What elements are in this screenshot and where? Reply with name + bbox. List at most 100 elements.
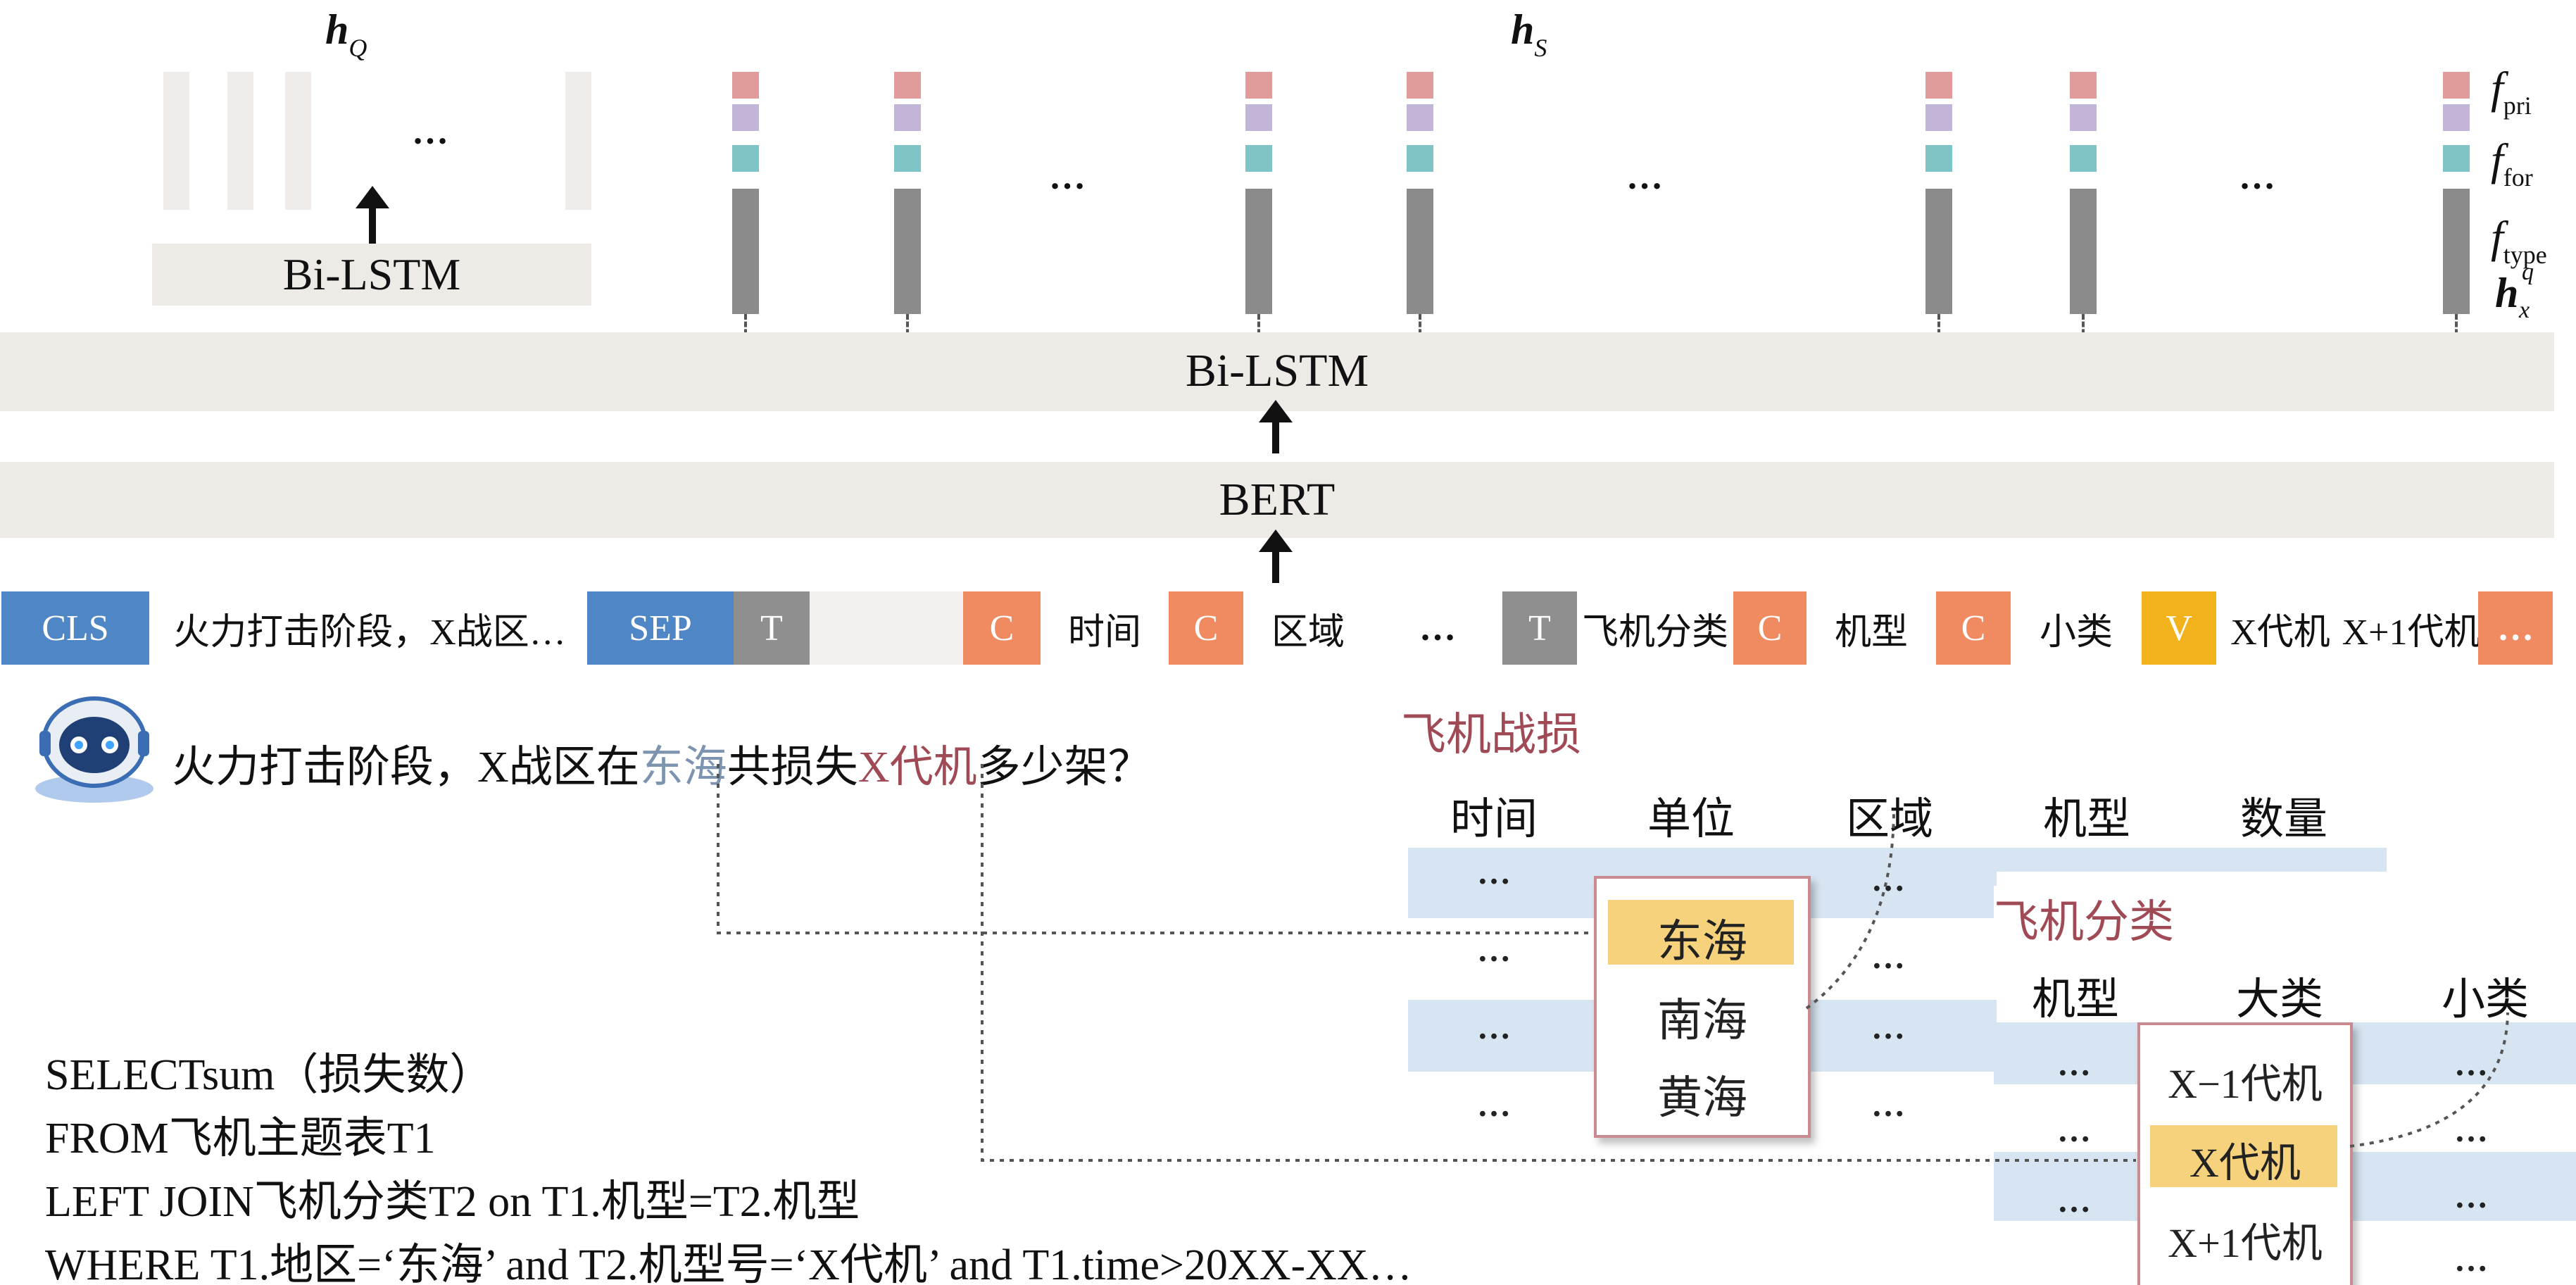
token-ellipsis: … [1373, 591, 1502, 665]
region-popup: 东海 南海 黄海 [1594, 876, 1811, 1138]
hq-main: h [325, 6, 349, 53]
stack-ellipsis-3: … [2239, 157, 2275, 197]
sql-line: LEFT JOIN飞机分类T2 on T1.机型=T2.机型 [45, 1178, 860, 1226]
f-pri-square [1925, 72, 1952, 99]
token-val-2: X+1代机 [2342, 591, 2480, 665]
table1-header: 区域 [1846, 796, 1934, 844]
table2-cell: … [2057, 1046, 2092, 1083]
subclass-popup: X−1代机 X代机 X+1代机 [2137, 1022, 2353, 1285]
hq-stripe-4 [565, 72, 591, 210]
table1-cell: … [1871, 1086, 1906, 1124]
hq-sub: Q [348, 34, 367, 62]
f-pri-square [1245, 72, 1272, 99]
hq-stripe-3 [285, 72, 311, 210]
stack-ellipsis-2: … [1626, 157, 1663, 197]
hx-stem [1245, 189, 1272, 314]
f-type-square [1925, 145, 1952, 172]
token-tail: … [2478, 591, 2553, 665]
hx-stem [2443, 189, 2470, 314]
hq-ellipsis: … [412, 112, 448, 152]
f-for-main: f [2491, 134, 2503, 184]
table1-cell: … [1871, 861, 1906, 898]
hq-stripe-1 [163, 72, 189, 210]
subclass-option: X+1代机 [2168, 1220, 2323, 1266]
question-part-1: 火力打击阶段，X战区在 [172, 744, 640, 791]
table1-header: 单位 [1647, 796, 1735, 844]
question-text: 火力打击阶段，X战区在东海共损失X代机多少架？ [172, 731, 1152, 794]
bert-to-bilstm-arrow-head [1259, 400, 1293, 422]
stack-tail [744, 314, 747, 342]
tokens-to-bert-arrow-head [1259, 529, 1293, 552]
stack-tail [2455, 314, 2458, 342]
hx-stem [1925, 189, 1952, 314]
token-v: V [2142, 591, 2216, 665]
f-type-square [1407, 145, 1433, 172]
stack-tail [1257, 314, 1260, 342]
table1-cell: … [1871, 1009, 1906, 1046]
f-pri-label: fpri [2491, 62, 2532, 120]
bilstm-label: Bi-LSTM [1185, 345, 1369, 396]
sql-line: WHERE T1.地区=‘东海’ and T2.机型号=‘X代机’ and T1… [45, 1241, 1412, 1285]
token-val-1: X代机 [2216, 591, 2344, 665]
token-table-2: 飞机分类 [1577, 591, 1733, 665]
f-pri-main: f [2491, 63, 2503, 113]
tokens-to-bert-arrow-shaft [1272, 549, 1279, 583]
table2-cell: … [2057, 1112, 2092, 1149]
f-pri-sub: pri [2503, 92, 2532, 120]
table2-cell: … [2454, 1241, 2489, 1279]
stack-tail [2082, 314, 2085, 342]
small-bilstm-arrow-head [356, 186, 389, 208]
table2-header: 机型 [2032, 976, 2120, 1024]
hq-stripe-2 [227, 72, 253, 210]
token-cls: CLS [1, 591, 149, 665]
hs-label: hS [1511, 6, 1547, 63]
f-type-square [894, 145, 921, 172]
question-aircraft: X代机 [857, 744, 977, 791]
hx-stem [1407, 189, 1433, 314]
f-for-square [2070, 104, 2097, 131]
table1-cell: … [1477, 932, 1512, 969]
subclass-highlight [2150, 1125, 2337, 1187]
f-for-square [894, 104, 921, 131]
token-c-3: C [1733, 591, 1807, 665]
f-pri-square [1407, 72, 1433, 99]
f-for-square [1925, 104, 1952, 131]
token-col-3: 机型 [1807, 591, 1936, 665]
question-part-2: 共损失 [727, 744, 858, 791]
token-c-2: C [1169, 591, 1243, 665]
subclass-option: X代机 [2189, 1140, 2301, 1186]
token-col-2: 区域 [1243, 591, 1373, 665]
stack-tail [906, 314, 909, 342]
f-type-main: f [2491, 212, 2503, 262]
hx-stem [2070, 189, 2097, 314]
robot-icon [35, 696, 153, 803]
hs-sub: S [1534, 34, 1547, 62]
subclass-option: X−1代机 [2168, 1061, 2323, 1107]
token-c-1: C [963, 591, 1041, 665]
table2-header: 大类 [2236, 976, 2324, 1024]
token-table-name-faded [810, 591, 963, 665]
bert-to-bilstm-arrow-shaft [1272, 420, 1279, 453]
table1-cell: … [1871, 939, 1906, 976]
table1-title: 飞机战损 [1401, 710, 1581, 760]
f-pri-square [2443, 72, 2470, 99]
bert-label: BERT [1219, 474, 1336, 525]
token-t-1: T [734, 591, 810, 665]
table1-header: 时间 [1450, 796, 1538, 844]
question-part-3: 多少架？ [976, 744, 1152, 791]
hx-stem [732, 189, 759, 314]
table1-header: 机型 [2043, 796, 2131, 844]
bilstm-layer [0, 332, 2554, 411]
table2-cell: … [2454, 1178, 2489, 1215]
f-pri-square [732, 72, 759, 99]
table1-cell: … [1477, 1009, 1512, 1046]
stack-tail [1937, 314, 1940, 342]
hx-main: h [2495, 270, 2519, 316]
sql-line: FROM飞机主题表T1 [45, 1115, 436, 1162]
aircraft-link [981, 764, 2136, 1162]
f-for-square [1245, 104, 1272, 131]
f-type-square [2443, 145, 2470, 172]
hx-sub: x [2519, 297, 2530, 323]
